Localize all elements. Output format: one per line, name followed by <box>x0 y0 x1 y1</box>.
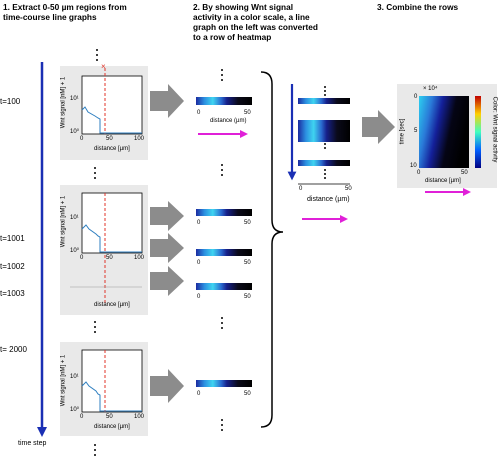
row-xtick: 50 <box>244 110 251 116</box>
final-heatmap-panel: × 10⁴ 0 5 10 0 50 distance [µm] time [se… <box>397 84 498 188</box>
row-xtick: 0 <box>197 294 201 300</box>
row-xlabel: distance (µm) <box>210 118 247 124</box>
ytick: 10⁰ <box>70 129 80 135</box>
ytick: 10¹ <box>70 215 79 221</box>
line-graph-plot <box>81 68 143 135</box>
heatmap-row <box>196 249 252 256</box>
xtick: 100 <box>134 414 145 420</box>
time-label-1001: t=1001 <box>0 234 25 243</box>
y-axis-label: Wnt signal [nM] + 1 <box>60 195 67 248</box>
ytick: 10⁰ <box>70 248 80 254</box>
line-graph-panel-t100: × 10¹ 10⁰ 0 50 100 distance [µm] Wnt sig… <box>60 62 148 160</box>
cut-marker: × <box>101 62 106 71</box>
step1-header: 1. Extract 0-50 µm regions from time-cou… <box>3 2 127 22</box>
step3-header: 3. Combine the rows <box>377 2 459 12</box>
time-label-1002: t=1002 <box>0 262 25 271</box>
xtick: 50 <box>106 414 113 420</box>
bracket <box>260 71 284 428</box>
y-axis-label: Wnt signal [nM] + 1 <box>60 76 67 129</box>
x-axis-label: distance [µm] <box>94 424 130 430</box>
stack-xtick: 0 <box>299 186 303 192</box>
line-graph-panel-t2000: 10¹ 10⁰ 0 50 100 distance [µm] Wnt signa… <box>60 342 148 436</box>
line-graph-plot <box>70 192 143 305</box>
final-ytick: 0 <box>414 94 418 100</box>
row-xtick: 0 <box>197 391 201 397</box>
ytick: 10⁰ <box>70 407 80 413</box>
final-xlabel: distance [µm] <box>425 178 461 184</box>
row-xtick: 50 <box>244 260 251 266</box>
row-xtick: 50 <box>244 391 251 397</box>
stacked-heatmap <box>298 98 350 185</box>
stack-xlabel: distance (µm) <box>307 196 350 203</box>
heatmap-row <box>196 209 252 216</box>
heatmap-row <box>196 283 252 290</box>
ytick: 10¹ <box>70 96 79 102</box>
y-axis-label: Wnt signal [nM] + 1 <box>60 354 67 407</box>
xtick: 100 <box>134 255 145 261</box>
time-label-1003: t=1003 <box>0 289 25 298</box>
xtick: 0 <box>80 414 84 420</box>
row-xtick: 0 <box>197 220 201 226</box>
row-xtick: 0 <box>197 260 201 266</box>
stack-xtick: 50 <box>345 186 352 192</box>
xtick: 0 <box>80 136 84 142</box>
xtick: 0 <box>80 255 84 261</box>
line-graph-plot <box>81 349 143 413</box>
step2-header: 2. By showing Wnt signal activity in a c… <box>193 2 318 42</box>
heatmap-row <box>196 97 252 105</box>
final-ylabel: time [sec] <box>399 118 406 145</box>
x-axis-label: distance [µm] <box>94 146 130 152</box>
time-label-100: t=100 <box>0 97 21 106</box>
final-ytick: 10 <box>410 163 417 169</box>
final-ytick: 5 <box>414 128 418 134</box>
line-graph-panel-t1001: 10¹ 10⁰ 0 50 100 distance [µm] Wnt signa… <box>60 185 148 315</box>
gray-arrows <box>150 84 395 403</box>
row-xtick: 50 <box>244 220 251 226</box>
time-label-2000: t= 2000 <box>0 345 27 354</box>
xtick: 100 <box>134 136 145 142</box>
time-axis-label: time step <box>18 440 47 447</box>
exponent-label: × 10⁴ <box>423 86 438 92</box>
final-xtick: 50 <box>461 170 468 176</box>
heatmap-row <box>196 380 252 387</box>
colorbar-label: Color: Wnt signal activity <box>491 96 498 163</box>
row-xtick: 50 <box>244 294 251 300</box>
x-axis-label: distance [µm] <box>94 302 130 308</box>
xtick: 50 <box>106 136 113 142</box>
ytick: 10¹ <box>70 374 79 380</box>
xtick: 50 <box>106 255 113 261</box>
final-xtick: 0 <box>417 170 421 176</box>
final-heatmap-plot <box>419 96 481 168</box>
row-xtick: 0 <box>197 110 201 116</box>
